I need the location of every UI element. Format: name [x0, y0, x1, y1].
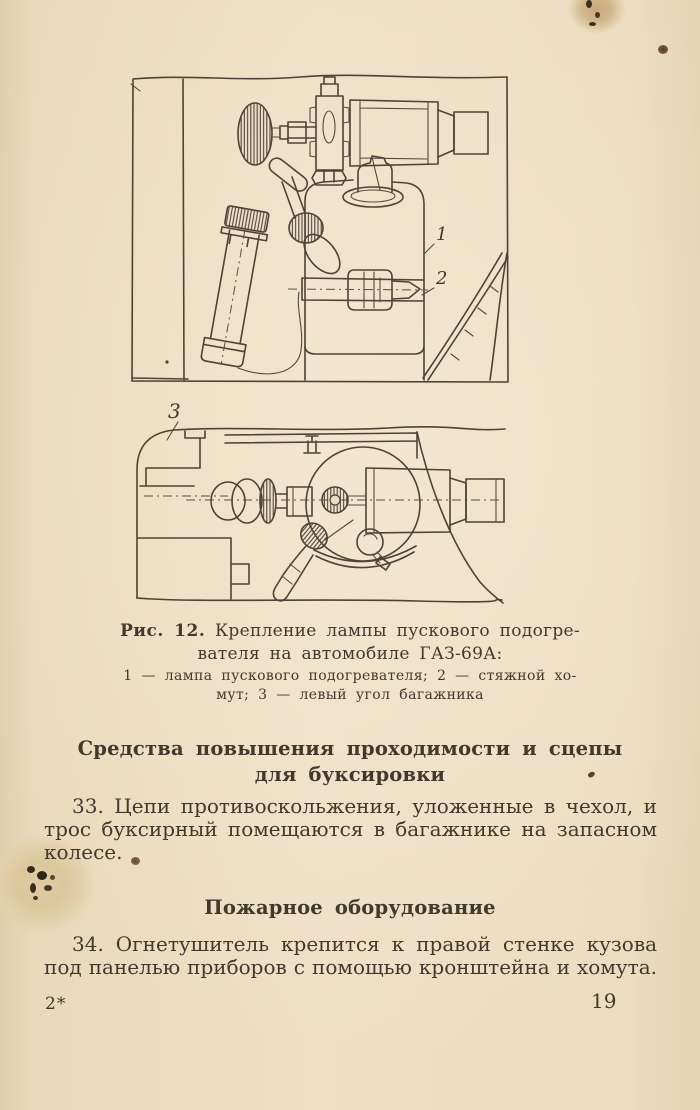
figure-number: Рис. 12.	[120, 621, 206, 641]
figure-caption: Рис. 12. Крепление лампы пускового подог…	[90, 620, 610, 703]
pump-knob	[210, 478, 313, 524]
frame-left	[131, 79, 134, 382]
legend-line-1: 1 — лампа пускового подогревателя; 2 — с…	[123, 668, 577, 684]
heading-fire-equipment: Пожарное оборудование	[204, 896, 496, 919]
ink-speck	[50, 875, 55, 880]
blowtorch-lamp	[200, 157, 341, 375]
strap-clamp	[287, 269, 429, 311]
signature-mark: 2*	[45, 994, 67, 1014]
figure-12-top-view: 3	[136, 399, 506, 604]
caption-line-1: Рис. 12. Крепление лампы пускового подог…	[120, 621, 580, 641]
wall-corner-line	[182, 78, 185, 381]
ink-speck	[589, 22, 596, 26]
figure-label-2: 2	[435, 268, 447, 289]
clamp-band	[313, 545, 417, 569]
page-number: 19	[591, 989, 617, 1013]
frame-right	[506, 76, 509, 382]
paragraph-33: 33. Цепи противоскольжения, уложенные в …	[44, 794, 657, 864]
legend-line-2: мут; 3 — левый угол багажника	[216, 686, 484, 703]
ink-speck	[37, 871, 47, 880]
trunk-outline	[136, 426, 506, 603]
stain-top-right	[568, 0, 626, 34]
heading-traction: Средства повышения проходимости и сцепы …	[77, 737, 623, 786]
valve-wheel	[237, 102, 273, 166]
burner-assembly	[237, 76, 489, 186]
torch-handle	[272, 522, 329, 602]
ink-speck	[44, 885, 52, 891]
ink-speck	[27, 866, 35, 873]
ink-speck	[595, 12, 600, 18]
figure-label-1: 1	[436, 224, 447, 245]
figure-label-3: 3	[168, 399, 181, 423]
ink-speck	[33, 896, 38, 900]
frame-top	[132, 74, 508, 80]
paragraph-34: 34. Огнетушитель крепится к правой стенк…	[44, 932, 657, 979]
wheel-arch-line	[427, 256, 509, 381]
bracket	[303, 435, 321, 454]
figure-12-side-view: 1 2	[130, 74, 509, 383]
burner-knurled-ring	[288, 212, 324, 244]
frame-bottom	[131, 377, 509, 383]
tank	[304, 155, 425, 381]
caption-line-2: вателя на автомобиле ГАЗ-69А:	[197, 644, 503, 664]
wheel-arch-top-view	[416, 431, 504, 604]
ink-speck	[586, 0, 592, 8]
small-spot	[658, 45, 668, 54]
ink-speck	[30, 883, 36, 893]
